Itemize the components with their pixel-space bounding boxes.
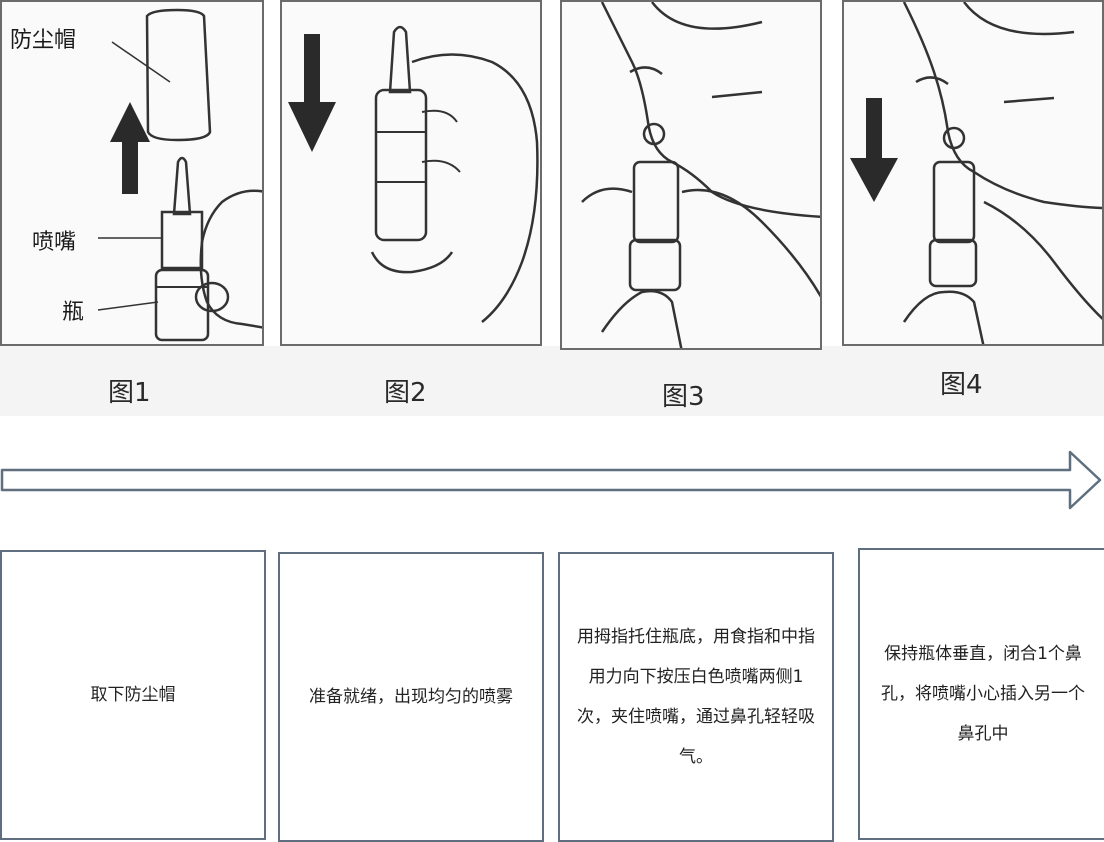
figure-3-caption: 图3 [662, 382, 705, 412]
figure-1-illustration [97, 8, 262, 342]
figure-4-panel [842, 0, 1104, 346]
step-4-box: 保持瓶体垂直，闭合1个鼻孔，将喷嘴小心插入另一个鼻孔中 [858, 548, 1104, 840]
step-1-text: 取下防尘帽 [90, 684, 176, 705]
label-nozzle: 喷嘴 [32, 230, 77, 255]
figure-2-panel [280, 0, 542, 346]
caption-background [0, 346, 1104, 416]
label-bottle: 瓶 [62, 300, 85, 325]
figure-1-caption: 图1 [108, 378, 151, 408]
step-4-text: 保持瓶体垂直，闭合1个鼻孔，将喷嘴小心插入另一个鼻孔中 [881, 644, 1085, 744]
step-3-text: 用拇指托住瓶底，用食指和中指用力向下按压白色喷嘴两侧1次，夹住喷嘴，通过鼻孔轻轻… [577, 627, 815, 767]
figure-1-panel: 防尘帽 喷嘴 瓶 [0, 0, 264, 346]
step-1-box: 取下防尘帽 [0, 550, 266, 840]
step-2-text: 准备就绪，出现均匀的喷雾 [309, 686, 513, 707]
label-dust-cap: 防尘帽 [10, 28, 77, 53]
step-3-box: 用拇指托住瓶底，用食指和中指用力向下按压白色喷嘴两侧1次，夹住喷嘴，通过鼻孔轻轻… [558, 552, 834, 842]
step-2-box: 准备就绪，出现均匀的喷雾 [278, 552, 544, 842]
figure-3-panel [560, 0, 822, 350]
figure-4-illustration [850, 2, 1102, 344]
figure-3-illustration [581, 2, 820, 348]
figure-2-caption: 图2 [384, 378, 427, 408]
figure-2-illustration [288, 25, 539, 323]
figure-4-caption: 图4 [940, 370, 983, 400]
process-flow-arrow [0, 450, 1102, 510]
